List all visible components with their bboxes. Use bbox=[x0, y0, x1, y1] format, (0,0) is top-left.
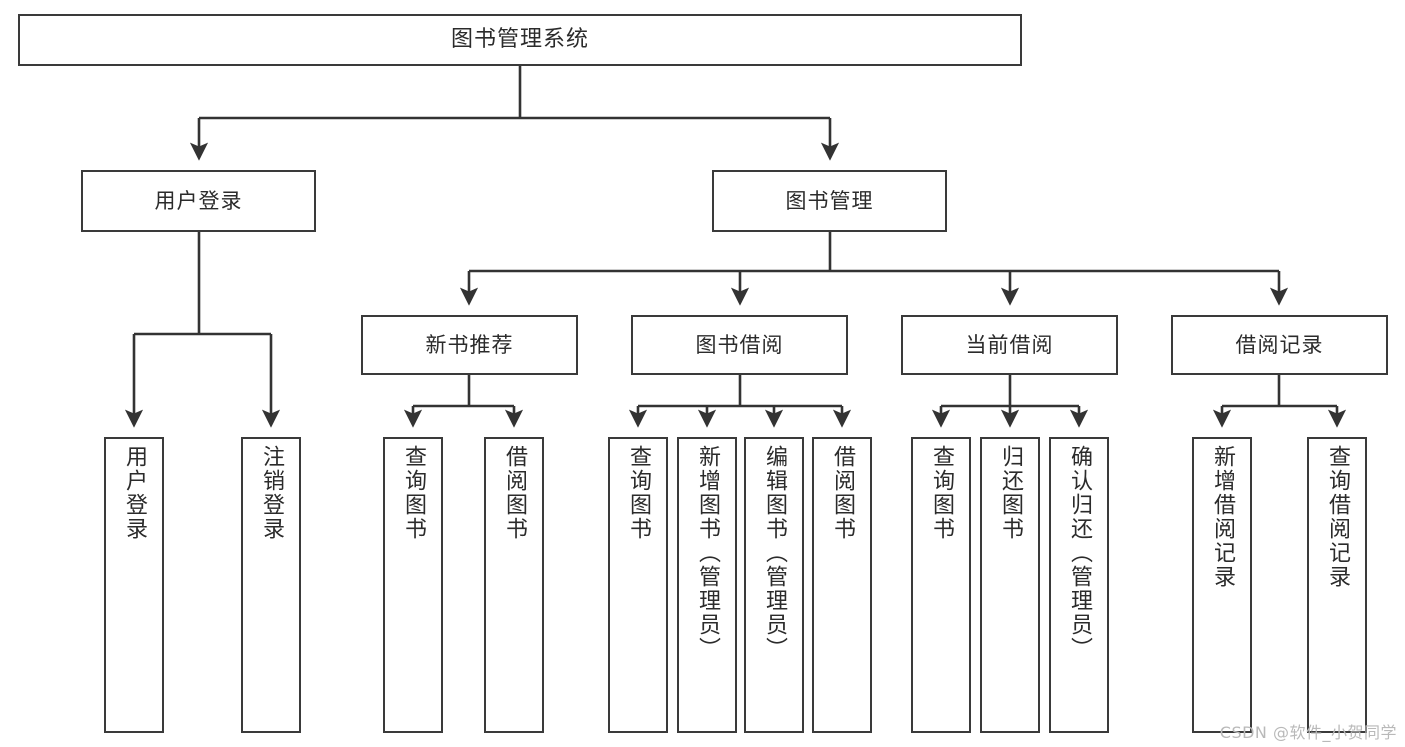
node-book-management[interactable]: 图书管理 bbox=[712, 170, 947, 232]
node-label: 确认归还（管理员） bbox=[1067, 445, 1092, 661]
node-label: 借阅记录 bbox=[1235, 332, 1324, 357]
leaf-record-add-record[interactable]: 新增借阅记录 bbox=[1192, 437, 1252, 733]
leaf-current-confirm-return-admin[interactable]: 确认归还（管理员） bbox=[1049, 437, 1109, 733]
watermark: CSDN @软件_小贺同学 bbox=[1219, 723, 1397, 742]
node-label: 新增借阅记录 bbox=[1210, 445, 1235, 589]
leaf-recommend-borrow-book[interactable]: 借阅图书 bbox=[484, 437, 544, 733]
node-label: 用户登录 bbox=[154, 188, 243, 213]
node-user-login[interactable]: 用户登录 bbox=[81, 170, 316, 232]
leaf-record-query-record[interactable]: 查询借阅记录 bbox=[1307, 437, 1367, 733]
node-label: 新书推荐 bbox=[425, 332, 514, 357]
node-label: 图书借阅 bbox=[695, 332, 784, 357]
leaf-current-query-book[interactable]: 查询图书 bbox=[911, 437, 971, 733]
node-label: 用户登录 bbox=[122, 445, 147, 541]
leaf-borrow-add-book-admin[interactable]: 新增图书（管理员） bbox=[677, 437, 737, 733]
node-label: 图书管理系统 bbox=[450, 27, 589, 53]
node-label: 借阅图书 bbox=[502, 445, 527, 541]
node-label: 查询借阅记录 bbox=[1325, 445, 1350, 589]
node-current-borrow[interactable]: 当前借阅 bbox=[901, 315, 1118, 375]
node-label: 图书管理 bbox=[785, 188, 874, 213]
leaf-user-login-login[interactable]: 用户登录 bbox=[104, 437, 164, 733]
node-label: 当前借阅 bbox=[965, 332, 1054, 357]
node-label: 查询图书 bbox=[626, 445, 651, 541]
leaf-borrow-borrow-book[interactable]: 借阅图书 bbox=[812, 437, 872, 733]
node-book-borrow[interactable]: 图书借阅 bbox=[631, 315, 848, 375]
node-label: 注销登录 bbox=[259, 445, 284, 541]
leaf-user-login-logout[interactable]: 注销登录 bbox=[241, 437, 301, 733]
node-label: 编辑图书（管理员） bbox=[762, 445, 787, 661]
node-label: 归还图书 bbox=[998, 445, 1023, 541]
node-label: 查询图书 bbox=[929, 445, 954, 541]
node-label: 新增图书（管理员） bbox=[695, 445, 720, 661]
node-new-book-recommend[interactable]: 新书推荐 bbox=[361, 315, 578, 375]
node-borrow-record[interactable]: 借阅记录 bbox=[1171, 315, 1388, 375]
leaf-current-return-book[interactable]: 归还图书 bbox=[980, 437, 1040, 733]
node-label: 查询图书 bbox=[401, 445, 426, 541]
leaf-recommend-query-book[interactable]: 查询图书 bbox=[383, 437, 443, 733]
leaf-borrow-edit-book-admin[interactable]: 编辑图书（管理员） bbox=[744, 437, 804, 733]
node-root-system[interactable]: 图书管理系统 bbox=[18, 14, 1022, 66]
node-label: 借阅图书 bbox=[830, 445, 855, 541]
leaf-borrow-query-book[interactable]: 查询图书 bbox=[608, 437, 668, 733]
